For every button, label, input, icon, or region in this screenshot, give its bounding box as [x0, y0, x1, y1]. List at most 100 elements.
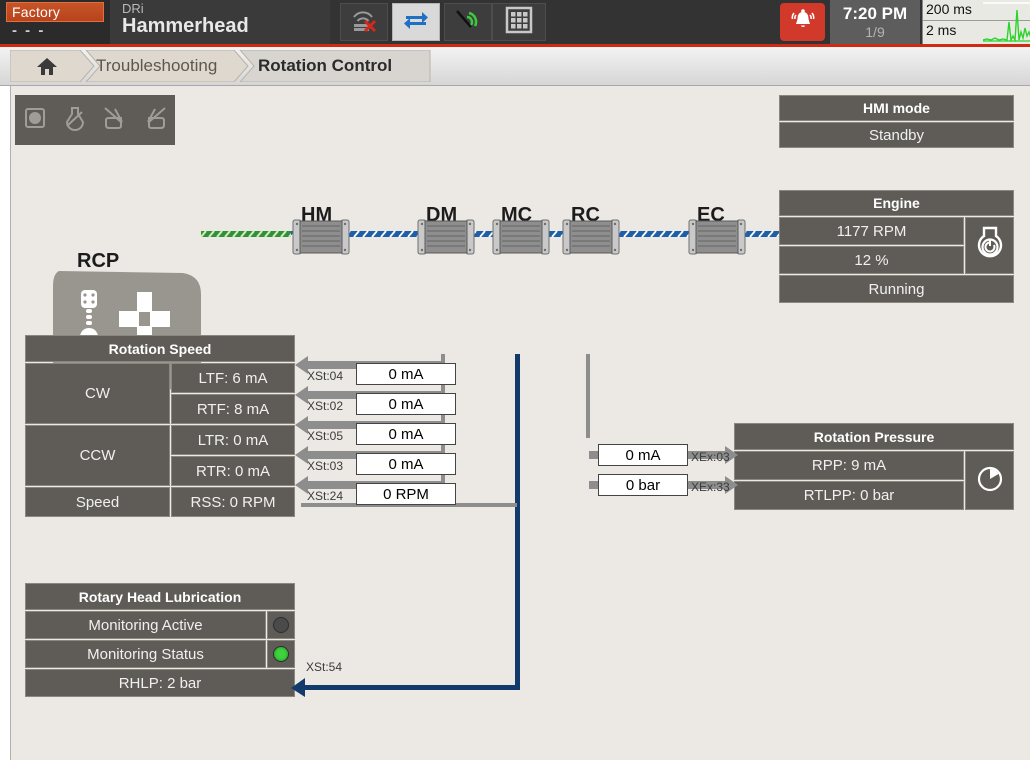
pressure-gauge-icon	[974, 463, 1006, 499]
perf-graph-icon	[983, 2, 1030, 42]
monitoring-status-label: Monitoring Status	[25, 640, 266, 668]
profile-block[interactable]: Factory - - -	[0, 0, 111, 44]
perf-divider	[923, 20, 1030, 21]
data-transfer-button[interactable]	[392, 3, 440, 41]
keypad-icon	[504, 6, 534, 39]
hmi-mode-title: HMI mode	[779, 95, 1014, 121]
profile-subtext: - - -	[12, 22, 46, 39]
rotation-pressure-title: Rotation Pressure	[734, 423, 1014, 450]
mini-toolbar	[15, 95, 175, 145]
profile-tag-label: Factory	[12, 4, 61, 20]
lubrication-arrowhead	[291, 678, 305, 697]
rotation-speed-ltr: LTR: 0 mA	[171, 425, 295, 455]
hmi-mode-value[interactable]: Standby	[779, 122, 1014, 148]
signal-tag-xst05: XSt:05	[307, 429, 344, 443]
signal-tag-xst02: XSt:02	[307, 399, 344, 413]
diagram-canvas: RCP	[10, 86, 1030, 760]
module-mc[interactable]	[491, 219, 551, 255]
module-ec[interactable]	[687, 219, 747, 255]
monitoring-active-label: Monitoring Active	[25, 611, 266, 639]
home-icon[interactable]	[36, 56, 58, 81]
perf-scan-time: 2 ms	[926, 22, 957, 38]
engine-rpm: 1177 RPM	[779, 217, 964, 245]
rotary-head-lubrication-pressure: RHLP: 2 bar	[25, 669, 295, 697]
antenna-signal-icon	[454, 8, 482, 37]
signal-tag-xst04: XSt:04	[307, 369, 344, 383]
signal-tag-xex33: XEx:33	[691, 480, 730, 494]
engine-title: Engine	[779, 190, 1014, 216]
cable-rcp-to-hm	[201, 230, 301, 238]
rotary-head-lubrication-panel: Rotary Head Lubrication Monitoring Activ…	[25, 583, 295, 697]
breadcrumb-shapes	[10, 50, 431, 82]
rotation-pressure-icon-cell[interactable]	[965, 451, 1014, 510]
signal-tag-xst24: XSt:24	[307, 489, 344, 503]
data-transfer-icon	[403, 8, 429, 37]
brand-block: DRi Hammerhead	[110, 0, 330, 44]
rcp-label: RCP	[77, 250, 120, 272]
performance-block[interactable]: 200 ms 2 ms	[922, 0, 1030, 44]
signal-value-xst02: 0 mA	[356, 393, 456, 415]
breadcrumb-label: Rotation Control	[258, 56, 393, 75]
rotation-speed-title: Rotation Speed	[25, 335, 295, 362]
rotation-speed-ltf: LTF: 6 mA	[171, 363, 295, 393]
wire-mc-drop	[515, 354, 520, 690]
rotary-head-lubrication-title: Rotary Head Lubrication	[25, 583, 295, 610]
alarm-button[interactable]	[780, 3, 825, 41]
signal-tag-xex03: XEx:03	[691, 450, 730, 464]
perf-cycle-time: 200 ms	[926, 1, 972, 17]
rotation-speed-group-speed: Speed	[25, 487, 170, 517]
monitoring-status-led	[273, 646, 289, 662]
engine-load: 12 %	[779, 246, 964, 274]
wifi-disconnected-button[interactable]	[340, 3, 388, 41]
top-header-bar: Factory - - - DRi Hammerhead	[0, 0, 1030, 44]
spray-left-button[interactable]	[135, 95, 175, 145]
wire-speed-feedback	[301, 503, 517, 507]
alarm-bell-icon	[789, 7, 817, 38]
breadcrumb-label: Troubleshooting	[96, 56, 218, 75]
rotation-pressure-rpp: RPP: 9 mA	[734, 451, 964, 480]
rotation-pressure-rtlpp: RTLPP: 0 bar	[734, 481, 964, 510]
accent-divider	[0, 44, 1030, 47]
disc-button[interactable]	[15, 95, 55, 145]
engine-icon-cell[interactable]	[965, 217, 1014, 274]
spray-right-button[interactable]	[95, 95, 135, 145]
rotation-speed-group-cw: CW	[25, 363, 170, 424]
spray-right-icon	[101, 105, 129, 136]
module-hm[interactable]	[291, 219, 351, 255]
signal-value-xex03: 0 mA	[598, 444, 688, 466]
breadcrumb-item-troubleshooting[interactable]: Troubleshooting	[96, 50, 217, 82]
signal-tag-xst54: XSt:54	[306, 660, 343, 674]
breadcrumb-item-rotation-control[interactable]: Rotation Control	[258, 50, 392, 82]
profile-tag[interactable]: Factory	[6, 2, 104, 22]
monitoring-status-led-cell	[267, 640, 295, 668]
signal-tag-xst03: XSt:03	[307, 459, 344, 473]
wire-mc-to-lubrication	[296, 685, 520, 690]
wire-rc-drop	[586, 354, 590, 438]
monitoring-active-led	[273, 617, 289, 633]
rotation-speed-rtr: RTR: 0 mA	[171, 456, 295, 486]
flask-disabled-button[interactable]	[55, 95, 95, 145]
alarm-count: 1/9	[865, 24, 885, 40]
disc-icon	[22, 105, 48, 136]
rotation-pressure-panel: Rotation Pressure RPP: 9 mA RTLPP: 0 bar	[734, 423, 1014, 510]
clock-block[interactable]: 7:20 PM 1/9	[830, 0, 920, 44]
signal-value-xst24: 0 RPM	[356, 483, 456, 505]
brand-subtitle: DRi	[122, 1, 144, 16]
signal-value-xst03: 0 mA	[356, 453, 456, 475]
brand-title: Hammerhead	[122, 15, 249, 37]
keypad-button[interactable]	[492, 3, 546, 41]
rotation-speed-group-ccw: CCW	[25, 425, 170, 486]
module-rc[interactable]	[561, 219, 621, 255]
rotation-speed-panel: Rotation Speed CW LTF: 6 mA RTF: 8 mA CC…	[25, 335, 295, 517]
wifi-disconnected-icon	[350, 8, 378, 37]
signal-value-xst04: 0 mA	[356, 363, 456, 385]
module-dm[interactable]	[416, 219, 476, 255]
monitoring-active-led-cell	[267, 611, 295, 639]
clock-time: 7:20 PM	[842, 4, 908, 23]
flask-disabled-icon	[62, 105, 88, 136]
breadcrumb: Troubleshooting Rotation Control	[0, 47, 1030, 86]
antenna-signal-button[interactable]	[444, 3, 492, 41]
hmi-mode-panel: HMI mode Standby	[779, 95, 1014, 148]
engine-ignition-icon	[972, 224, 1008, 268]
spray-left-icon	[141, 105, 169, 136]
